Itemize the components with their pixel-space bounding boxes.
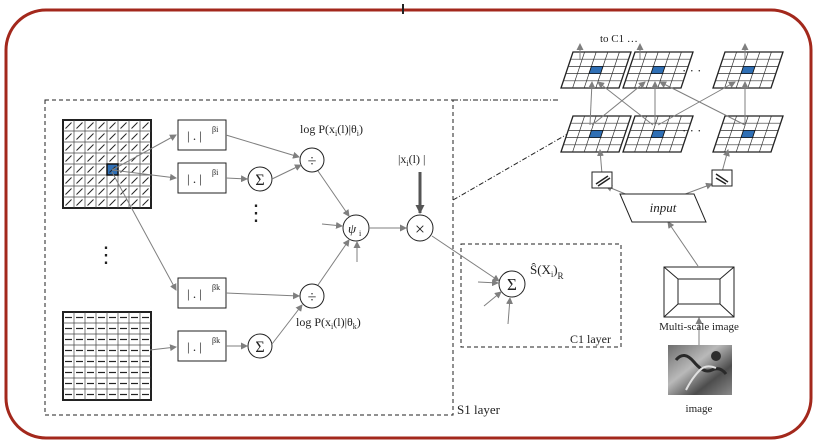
filter-icon-left [591,171,613,189]
svg-text:| . |: | . | [187,339,202,354]
sigma-node-top: Σ [247,166,273,192]
divide-node-bottom: ÷ [299,283,325,309]
to-c1-label: to C1 … [600,33,638,45]
multi-scale-image-box [663,266,735,318]
c1-layer-box [460,243,622,348]
c1-connections [477,279,514,325]
svg-text:βi: βi [212,168,219,177]
filter-grid-horizontal [62,311,152,401]
s1-layer-box [44,99,454,416]
svg-text:Σ: Σ [255,339,264,356]
filter-grid-oriented [62,119,152,209]
c1-layer-label: C1 layer [570,332,611,346]
abs-power-box-3: | . | βk [177,277,227,309]
svg-text:×: × [415,219,425,239]
sigma-node-bottom: Σ [247,333,273,359]
image-label: image [686,403,713,415]
xi-magnitude-label: |xi(l) | [398,152,425,168]
svg-text:βk: βk [212,283,220,292]
svg-text:| . |: | . | [187,286,202,301]
input-node: input [619,193,707,223]
svg-text:βk: βk [212,336,220,345]
svg-text:| . |: | . | [187,171,202,186]
svg-text:Σ: Σ [507,275,517,294]
svg-text:input: input [650,200,677,215]
input-photo [668,345,732,395]
s-hat-label: Ŝ(Xi)R [530,262,564,281]
vertical-dots-left: ⋮ [95,242,117,267]
s1-layer-label: S1 layer [457,402,501,417]
abs-power-box-1: | . | βi [177,119,227,151]
s1-connections [111,134,500,352]
projection-line-diag [452,127,579,201]
abs-power-box-2: | . | βi [177,162,227,194]
abs-power-box-4: | . | βk [177,330,227,362]
horizontal-dots-bottom: · · · [682,123,702,138]
psi-node: ψ i [342,214,370,242]
multi-scale-image-label: Multi-scale image [659,321,739,333]
right-grids [560,51,784,153]
svg-text:ψ: ψ [348,221,357,236]
log-prob-bottom-label: log P(xi(l)|θk) [296,315,361,331]
svg-text:Σ: Σ [255,172,264,189]
svg-text:÷: ÷ [308,153,317,170]
filter-icon-right [711,169,733,187]
multiply-node: × [406,214,434,242]
svg-text:βi: βi [212,125,219,134]
svg-text:| . |: | . | [187,128,202,143]
horizontal-dots-top: · · · [682,63,702,78]
sigma-node-c1: Σ [498,270,526,298]
divide-node-top: ÷ [299,147,325,173]
vertical-dots-middle: ⋮ [245,200,267,225]
svg-text:÷: ÷ [308,289,317,306]
log-prob-top-label: log P(xi(l)|θi) [300,122,363,138]
svg-text:i: i [359,229,362,238]
